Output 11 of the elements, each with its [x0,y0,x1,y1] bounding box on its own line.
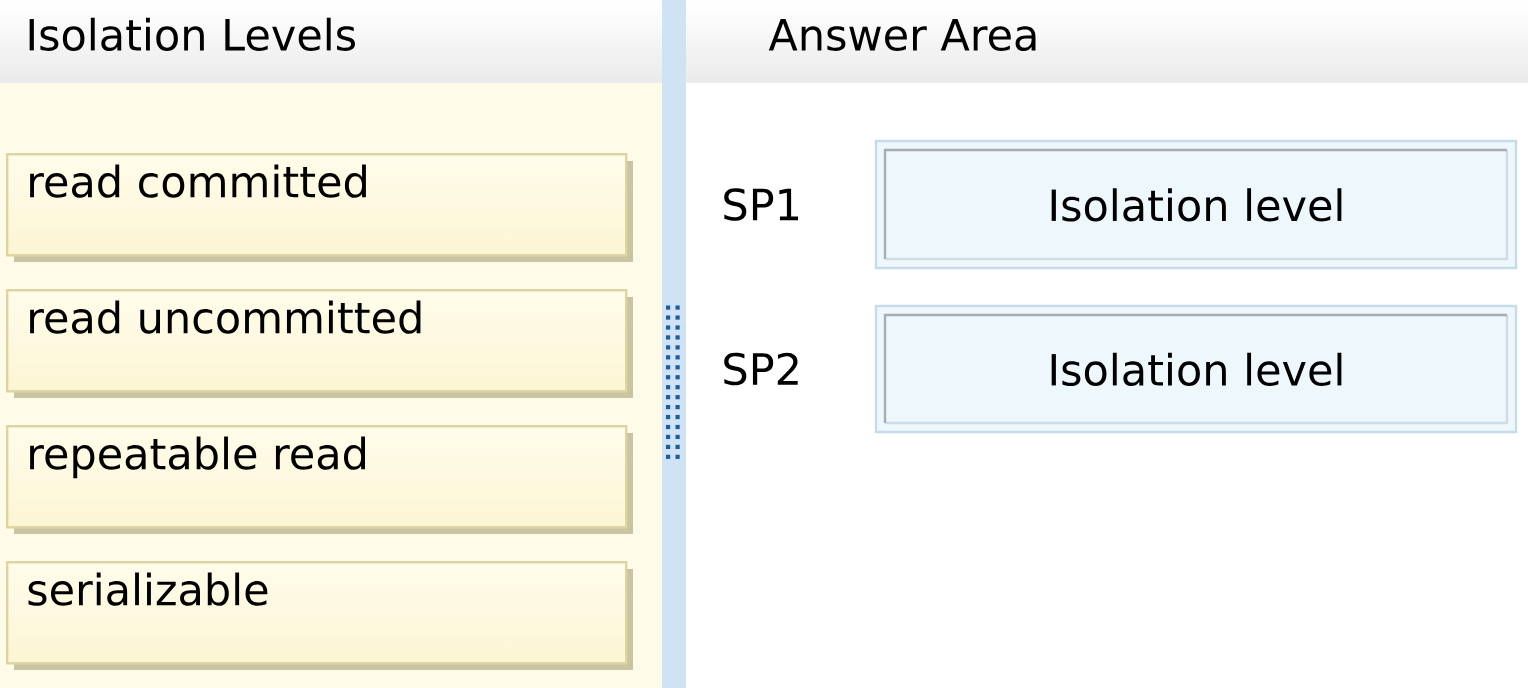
answer-box: Isolation level [874,139,1518,270]
option-tile: repeatable read [6,425,633,534]
option-tile: read committed [6,153,633,262]
option-tile: read uncommitted [6,289,633,398]
node-label: Isolation Levels [29,17,355,51]
option-tile: serializable [6,561,633,670]
answer-box: Isolation level [874,304,1518,434]
row-label: SP1 [724,188,799,221]
node-label: Answer Area [768,19,1036,51]
header-bar: Answer Area [686,0,1528,83]
row-label: SP2 [724,352,798,386]
